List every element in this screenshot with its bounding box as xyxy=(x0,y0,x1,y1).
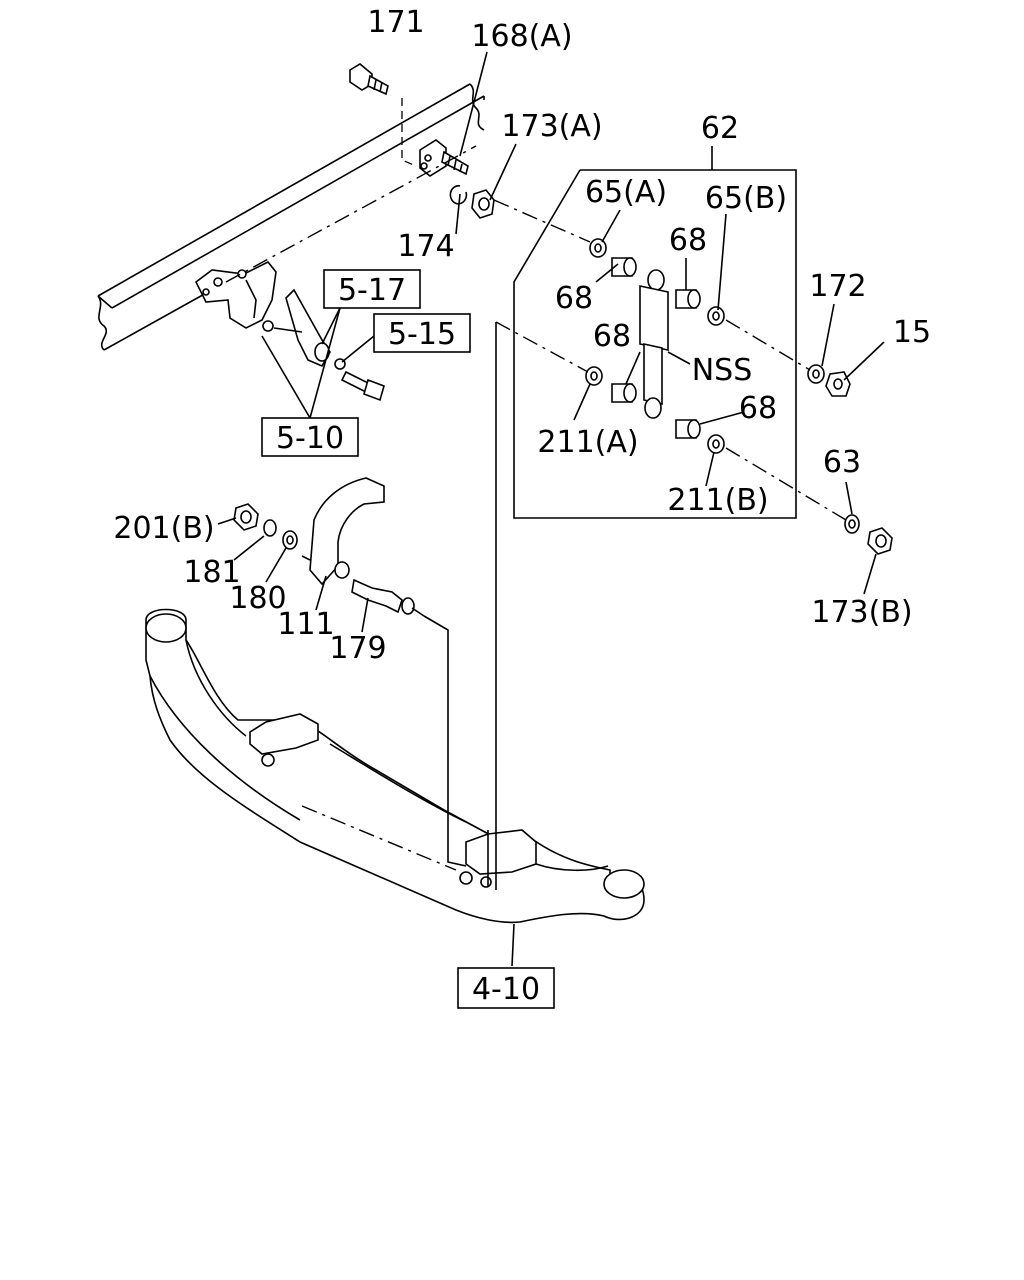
nut-201b xyxy=(233,503,259,531)
callout-68-top: 68 xyxy=(669,223,707,258)
ref-4-10-label: 4-10 xyxy=(472,972,540,1007)
callout-68-mid: 68 xyxy=(593,319,631,354)
callout-172: 172 xyxy=(809,269,866,304)
callout-211a: 211(A) xyxy=(537,425,638,460)
bolt-5-10 xyxy=(340,370,385,402)
ref-box-4-10[interactable]: 4-10 xyxy=(457,967,555,1009)
ref-5-10-label: 5-10 xyxy=(276,421,344,456)
castle-nut-15 xyxy=(825,371,851,397)
callout-173a: 173(A) xyxy=(501,109,602,144)
bushing-68-d xyxy=(675,419,701,439)
callout-nss: NSS xyxy=(692,353,753,388)
callout-68-left: 68 xyxy=(555,281,593,316)
washer-65b xyxy=(707,306,725,326)
bushing-68-a xyxy=(611,257,637,277)
upper-shock-bracket xyxy=(419,139,469,177)
callout-65a: 65(A) xyxy=(585,175,667,210)
washer-211b xyxy=(707,434,725,454)
washer-65a xyxy=(589,238,607,258)
ref-box-5-17[interactable]: 5-17 xyxy=(323,269,421,309)
callout-171: 171 xyxy=(367,5,424,40)
callout-65b: 65(B) xyxy=(705,181,787,216)
callout-211b: 211(B) xyxy=(667,483,768,518)
bushing-68-c xyxy=(611,383,637,403)
bracket-111 xyxy=(309,477,385,586)
callout-174: 174 xyxy=(397,229,454,264)
callout-111: 111 xyxy=(277,607,334,642)
callout-15: 15 xyxy=(893,315,931,350)
washer-181 xyxy=(263,519,277,537)
bolt-171 xyxy=(349,63,389,96)
shock-absorber xyxy=(639,269,669,419)
pin-179 xyxy=(351,578,425,617)
callout-179: 179 xyxy=(329,631,386,666)
frame-rail xyxy=(97,83,485,351)
assembly-lines xyxy=(225,98,847,890)
callout-181: 181 xyxy=(183,555,240,590)
snap-ring-174 xyxy=(449,185,468,205)
washer-63 xyxy=(844,514,860,534)
callout-62: 62 xyxy=(701,111,739,146)
frame-bracket xyxy=(194,260,277,332)
nut-173a xyxy=(471,189,495,219)
leader-lines xyxy=(217,51,885,967)
bushing-68-b xyxy=(675,289,701,309)
washer-172 xyxy=(807,364,825,384)
detail-frame-62 xyxy=(513,169,797,519)
nut-173b xyxy=(867,527,893,555)
callout-180: 180 xyxy=(229,581,286,616)
callout-68-right: 68 xyxy=(739,391,777,426)
stabilizer-link xyxy=(285,288,346,370)
ref-box-5-15[interactable]: 5-15 xyxy=(373,313,471,353)
callout-63: 63 xyxy=(823,445,861,480)
ref-5-17-label: 5-17 xyxy=(338,273,406,308)
ref-5-15-label: 5-15 xyxy=(388,317,456,352)
washer-211a xyxy=(585,366,603,386)
front-axle-beam xyxy=(145,608,645,924)
callout-168a: 168(A) xyxy=(471,19,572,54)
washer-180 xyxy=(282,530,298,550)
ref-box-5-10[interactable]: 5-10 xyxy=(261,417,359,457)
callout-201b: 201(B) xyxy=(113,511,214,546)
callout-173b: 173(B) xyxy=(811,595,912,630)
